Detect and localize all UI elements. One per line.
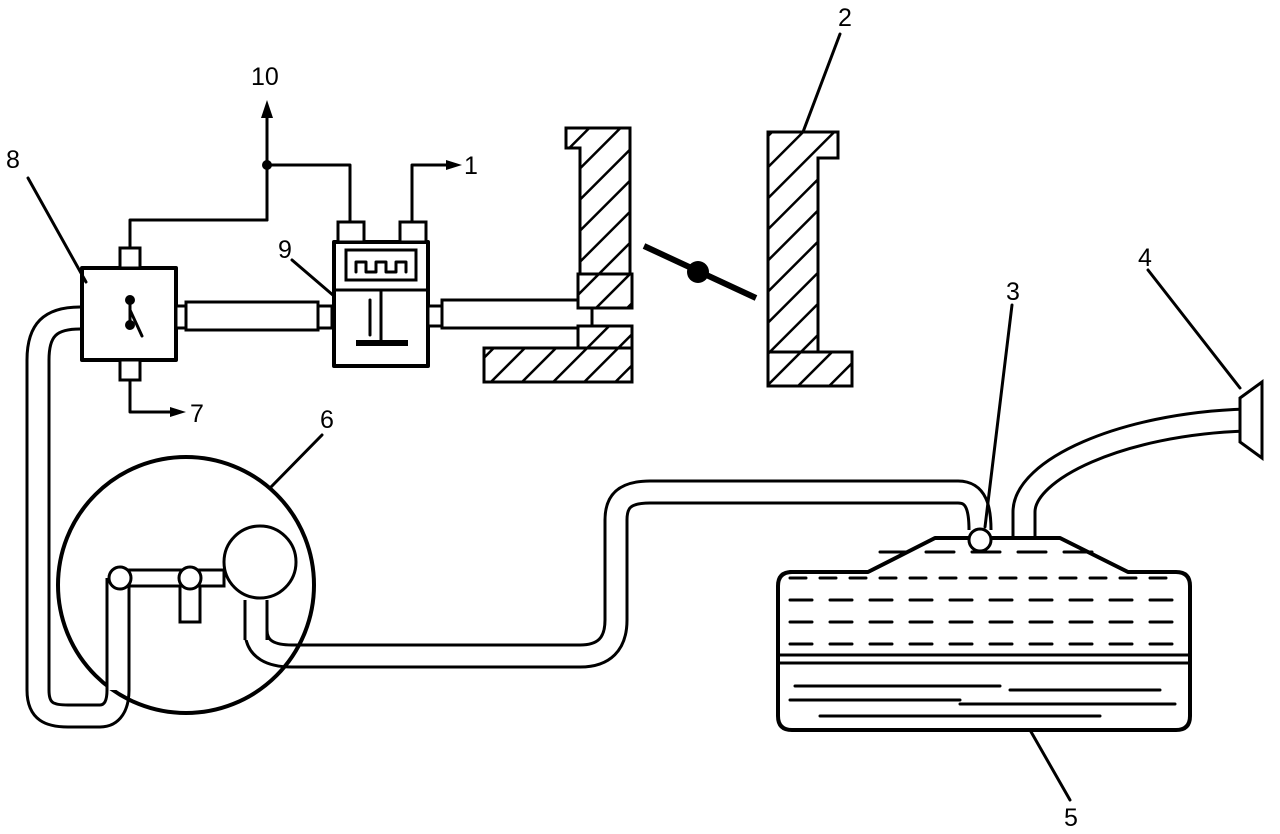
hose-valve9-to-intake [440, 298, 594, 330]
signal-wires [128, 100, 462, 417]
label-6: 6 [320, 406, 334, 434]
charcoal-canister [56, 455, 316, 715]
solenoid-valve-8 [80, 246, 178, 382]
label-1: 1 [464, 152, 478, 180]
label-8: 8 [6, 146, 20, 174]
hose-valve8-to-valve9 [174, 300, 334, 332]
filler-neck-hose [1011, 407, 1247, 540]
rollover-valve [967, 527, 993, 553]
label-2: 2 [838, 4, 852, 32]
label-9: 9 [278, 236, 292, 264]
hose-valve8-to-canister [25, 305, 131, 729]
label-7: 7 [190, 400, 204, 428]
leader-lines [26, 32, 1242, 802]
hose-canister-to-tank [243, 479, 993, 669]
intake-manifold [482, 126, 634, 384]
filler-cap [1238, 379, 1264, 461]
label-5: 5 [1064, 804, 1078, 832]
throttle-plate [642, 243, 758, 301]
throttle-body-wall-2 [766, 130, 854, 388]
label-3: 3 [1006, 278, 1020, 306]
fuel-tank [776, 536, 1192, 732]
label-10: 10 [251, 63, 279, 91]
purge-valve-9 [332, 220, 444, 368]
label-4: 4 [1138, 244, 1152, 272]
